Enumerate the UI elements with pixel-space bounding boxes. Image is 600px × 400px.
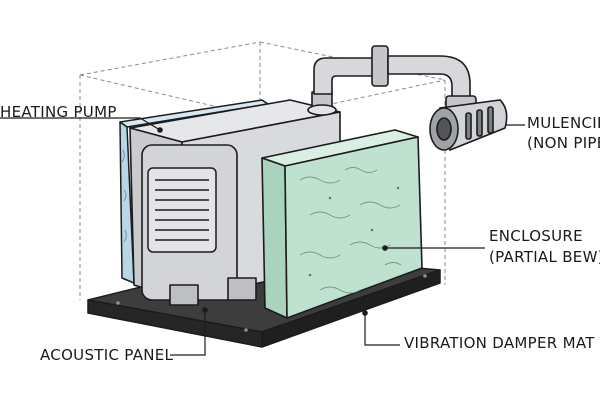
label-heating-pump: HEATING PUMP bbox=[0, 103, 117, 121]
label-muffler-line1: MULENCIEI bbox=[527, 114, 600, 132]
pump-vent-grille bbox=[147, 167, 217, 253]
label-acoustic-panel: ACOUSTIC PANEL bbox=[40, 346, 174, 364]
label-enclosure-line2: (PARTIAL BEW) bbox=[489, 248, 600, 266]
enclosure-insulation-panel bbox=[261, 129, 423, 319]
leader-lines bbox=[0, 117, 525, 356]
label-enclosure-line1: ENCLOSURE bbox=[489, 227, 583, 245]
muffler bbox=[429, 99, 508, 152]
label-muffler-line2: (NON PIPE bbox=[527, 134, 600, 152]
label-vibration-damper-mat: VIBRATION DAMPER MAT bbox=[404, 334, 595, 352]
exhaust-pipe bbox=[307, 45, 477, 116]
